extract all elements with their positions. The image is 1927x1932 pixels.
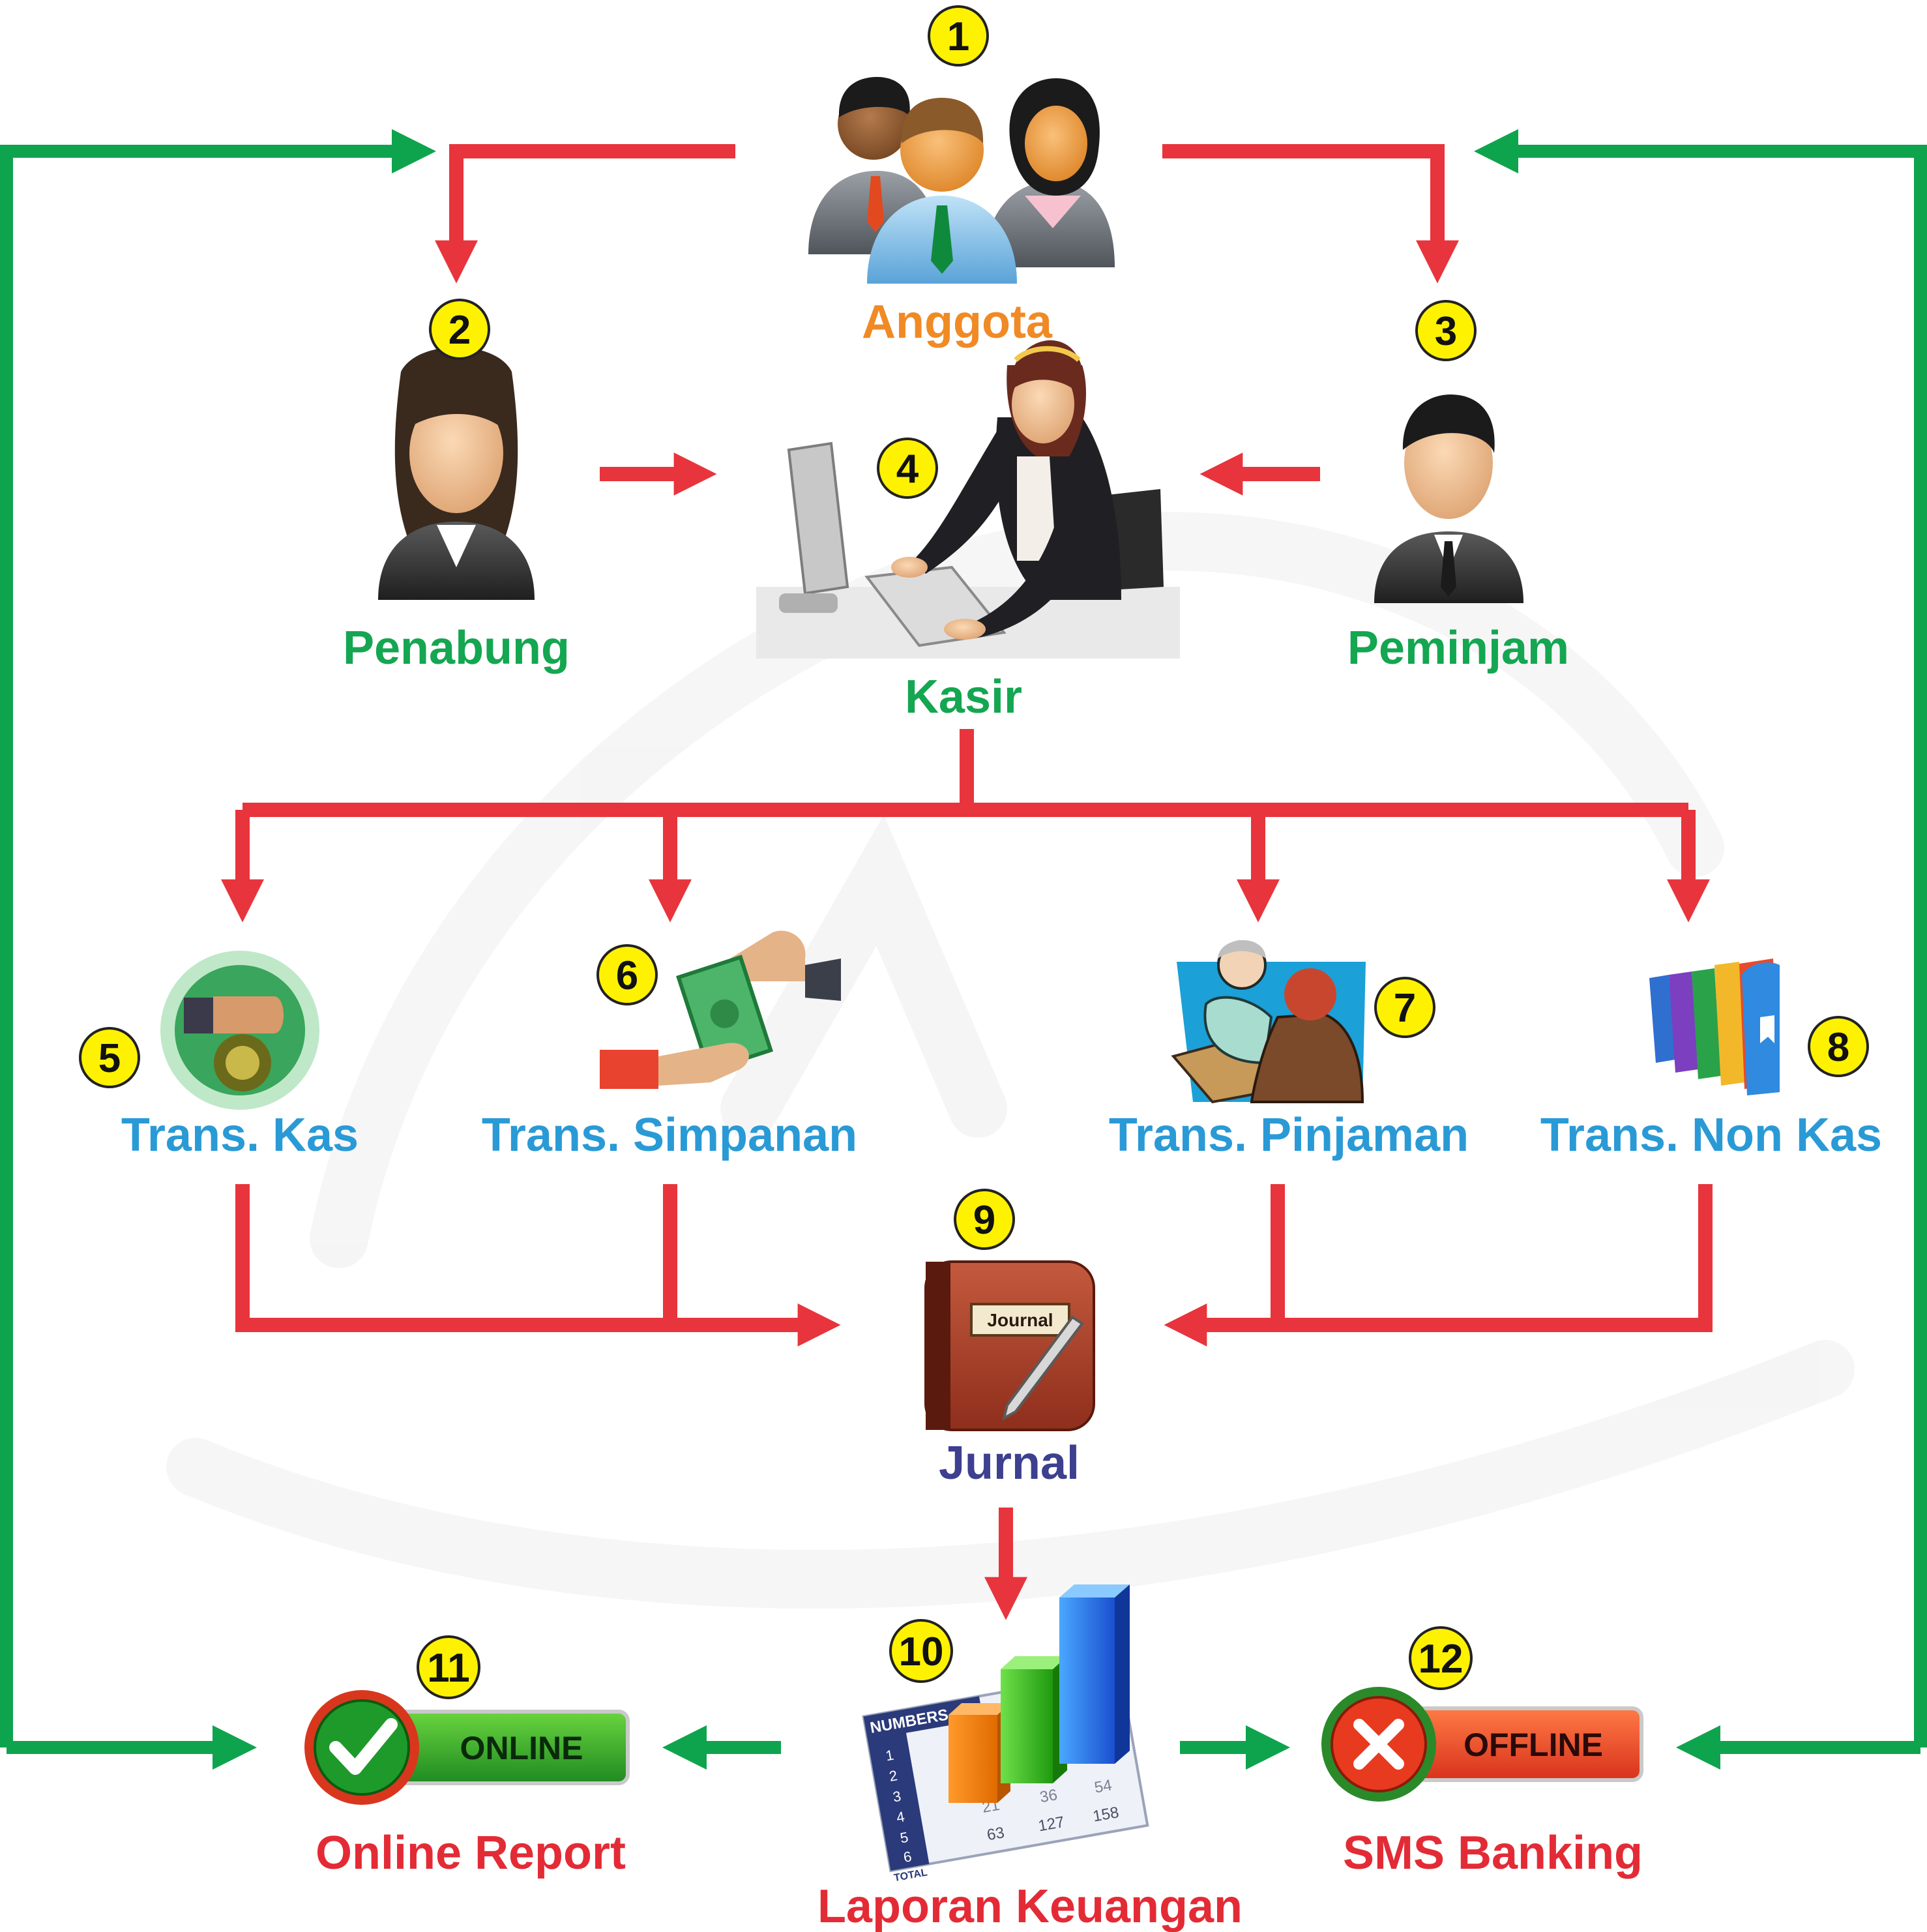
- badge-3: 3: [1415, 300, 1477, 361]
- kasir-icon: [756, 340, 1180, 659]
- offline-button-text: OFFLINE: [1464, 1727, 1603, 1763]
- label-online-report: Online Report: [316, 1827, 626, 1879]
- badge-9: 9: [954, 1189, 1015, 1250]
- badge-2: 2: [429, 299, 490, 360]
- badge-2-text: 2: [449, 308, 471, 353]
- badge-7-text: 7: [1394, 986, 1416, 1031]
- badge-1: 1: [928, 5, 989, 67]
- badge-8: 8: [1808, 1016, 1869, 1077]
- trans-non-kas-icon: [1649, 959, 1780, 1095]
- badge-10-text: 10: [899, 1629, 944, 1674]
- label-peminjam: Peminjam: [1347, 622, 1569, 674]
- trans-pinjaman-icon: [1171, 940, 1366, 1104]
- label-laporan-keuangan: Laporan Keuangan: [817, 1880, 1243, 1932]
- online-button-icon: ONLINE: [304, 1690, 630, 1805]
- laporan-icon-row-1: 1: [885, 1747, 895, 1764]
- laporan-icon-row-2: 2: [888, 1767, 898, 1785]
- laporan-icon-row-3: 3: [892, 1788, 902, 1806]
- badge-11: 11: [417, 1635, 480, 1699]
- laporan-icon-row-5: 5: [899, 1829, 909, 1847]
- label-kasir: Kasir: [905, 671, 1022, 723]
- badge-9-text: 9: [973, 1198, 995, 1243]
- badge-1-text: 1: [947, 14, 969, 59]
- label-trans-pinjaman: Trans. Pinjaman: [1109, 1109, 1469, 1161]
- badge-8-text: 8: [1827, 1025, 1849, 1070]
- badge-12-text: 12: [1419, 1637, 1464, 1682]
- penabung-icon: [378, 347, 535, 600]
- green-flow-lines: [0, 128, 1927, 1770]
- badge-4-text: 4: [896, 447, 919, 492]
- check-icon: [329, 1718, 398, 1775]
- laporan-icon-row-4: 4: [895, 1808, 905, 1826]
- jurnal-icon: Journal: [924, 1260, 1095, 1431]
- anggota-icon: [808, 77, 1115, 284]
- label-trans-simpanan: Trans. Simpanan: [482, 1109, 857, 1161]
- label-anggota: Anggota: [862, 296, 1053, 348]
- badge-5: 5: [79, 1027, 140, 1088]
- badge-11-text: 11: [427, 1646, 470, 1691]
- trans-kas-icon: [160, 951, 319, 1110]
- badge-6-text: 6: [616, 953, 638, 998]
- badge-6: 6: [596, 944, 658, 1005]
- red-flow-lines: [221, 144, 1713, 1620]
- badge-10: 10: [889, 1619, 953, 1683]
- label-penabung: Penabung: [343, 622, 570, 674]
- badge-4: 4: [877, 438, 938, 499]
- arrow-outer-left-top: [0, 128, 436, 1747]
- online-button-text: ONLINE: [460, 1730, 583, 1766]
- badge-3-text: 3: [1435, 309, 1457, 354]
- label-trans-kas: Trans. Kas: [121, 1109, 359, 1161]
- label-jurnal: Jurnal: [939, 1437, 1080, 1489]
- arrow-anggota-peminjam: [1162, 144, 1459, 284]
- peminjam-icon: [1374, 394, 1523, 603]
- jurnal-icon-text: Journal: [987, 1310, 1053, 1330]
- number-badges: 1 2 3 4 5 6 7 8 9 10 11 12: [79, 5, 1869, 1699]
- laporan-icon-row-6: 6: [902, 1848, 913, 1865]
- arrow-outer-right-top: [1474, 129, 1927, 1747]
- laporan-icon-val-63: 63: [986, 1824, 1006, 1844]
- badge-12: 12: [1409, 1626, 1473, 1690]
- laporan-icon-val-54: 54: [1093, 1776, 1113, 1796]
- badge-5-text: 5: [98, 1036, 121, 1081]
- badge-7: 7: [1374, 977, 1435, 1038]
- node-labels: Anggota Penabung Peminjam Kasir Trans. K…: [121, 296, 1882, 1932]
- trans-simpanan-icon: [600, 930, 841, 1089]
- sms-button-icon: OFFLINE: [1321, 1687, 1643, 1802]
- label-sms-banking: SMS Banking: [1343, 1827, 1643, 1879]
- arrow-anggota-penabung: [435, 144, 735, 284]
- close-icon: [1353, 1719, 1404, 1770]
- label-trans-non-kas: Trans. Non Kas: [1540, 1109, 1882, 1161]
- laporan-icon-val-36: 36: [1038, 1786, 1059, 1806]
